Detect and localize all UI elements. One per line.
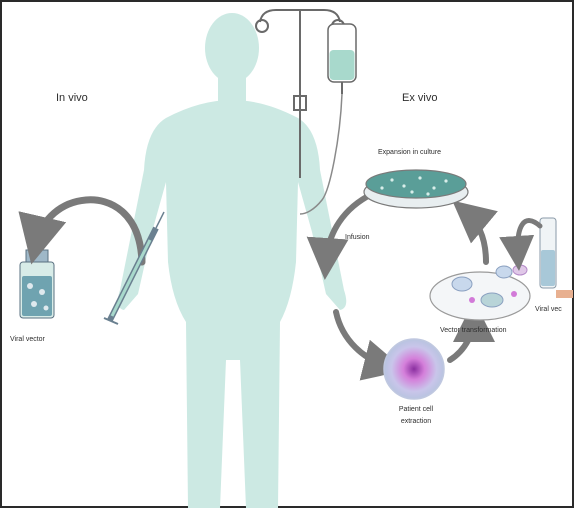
vector-dropper-arrow (518, 221, 540, 256)
human-body-silhouette (118, 13, 347, 508)
in-vivo-label: In vivo (56, 92, 88, 104)
extraction-arrow (336, 312, 388, 366)
culture-dish (364, 170, 468, 208)
transformation-arrow (450, 318, 474, 360)
patient-cell-label-line1: Patient cell (386, 406, 446, 413)
ex-vivo-label: Ex vivo (402, 92, 437, 104)
patient-cell (384, 339, 444, 399)
iv-bag (328, 24, 356, 94)
viral-vector-vial-left (20, 250, 54, 318)
infusion-label: Infusion (345, 234, 370, 241)
viral-vector-tube-right (540, 218, 573, 298)
vector-transformation-label: Vector transformation (440, 327, 507, 334)
expansion-label: Expansion in culture (378, 149, 441, 156)
viral-vector-left-label: Viral vector (10, 336, 45, 343)
transformation-dish (430, 265, 530, 320)
patient-cell-label-line2: extraction (386, 418, 446, 425)
in-vivo-arrow (36, 200, 142, 262)
expansion-arrow (466, 212, 486, 262)
viral-vector-right-label: Viral vec (535, 306, 562, 313)
